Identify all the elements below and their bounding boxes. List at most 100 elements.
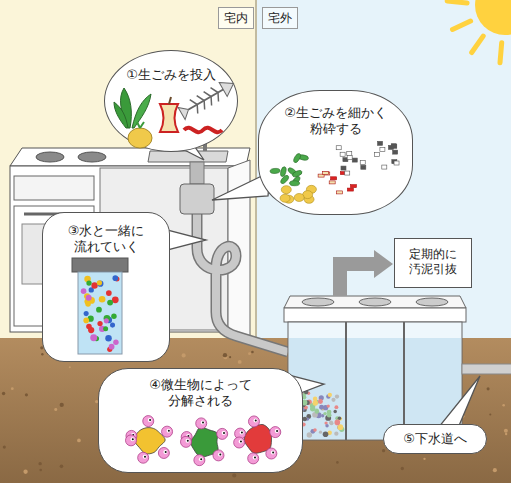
waste-particle <box>111 314 116 319</box>
microbe <box>138 452 149 463</box>
microbe <box>181 432 192 443</box>
microbe <box>270 427 281 438</box>
soil-speck <box>25 393 28 396</box>
waste-particle <box>97 281 103 287</box>
crushed-piece <box>392 144 397 148</box>
microbe <box>126 430 137 441</box>
microbe <box>248 453 259 464</box>
soil-speck <box>223 353 227 357</box>
waste-blob <box>244 424 271 453</box>
sludge-particle <box>329 421 333 425</box>
microbe <box>276 430 278 432</box>
microbe <box>248 453 259 464</box>
soil-speck <box>3 446 6 449</box>
fish-bone <box>219 77 237 97</box>
sludge-particle <box>333 410 336 413</box>
crushed-piece <box>331 177 337 180</box>
sludge-particle <box>334 405 338 409</box>
treatment-tank <box>284 308 466 322</box>
microbe <box>235 428 246 439</box>
microbe-scene <box>126 416 281 466</box>
kitchen-unit <box>36 152 64 162</box>
waste-particle <box>107 347 112 352</box>
drain-pipe <box>180 184 214 214</box>
microbe <box>219 453 221 455</box>
sludge-particle <box>334 432 338 436</box>
node-text: ②生ごみを細かく 粉砕する <box>280 105 392 137</box>
waste-particle <box>84 276 90 282</box>
soil-speck <box>423 458 425 460</box>
microbe <box>253 455 257 459</box>
callout-tail <box>438 376 480 428</box>
microbe <box>200 458 202 460</box>
drain-pipe <box>197 214 288 352</box>
microbe <box>253 418 257 422</box>
peel <box>184 128 222 133</box>
soil-speck <box>60 403 64 407</box>
crushed-piece <box>392 160 397 164</box>
treatment-tank <box>302 298 334 306</box>
waste-particle <box>97 321 102 326</box>
soil-speck <box>41 353 43 355</box>
sludge-arrow <box>374 250 393 278</box>
drain-pipe <box>190 162 204 184</box>
microbe <box>240 431 244 435</box>
waste-particle <box>88 327 94 333</box>
waste-particle <box>112 296 119 303</box>
soil-speck <box>493 468 497 472</box>
crushed-piece <box>292 152 301 163</box>
sun <box>472 36 484 52</box>
sludge-particle <box>323 431 329 437</box>
microbe <box>234 437 245 448</box>
crushed-piece <box>290 181 300 186</box>
crushed-piece <box>350 185 356 188</box>
soil-speck <box>382 449 385 452</box>
waste-particle <box>106 317 113 324</box>
outdoor-sky <box>256 0 511 345</box>
microbe <box>143 416 154 427</box>
microbe <box>248 416 259 427</box>
microbe <box>272 452 274 454</box>
waste-particle <box>106 290 112 296</box>
crushed-piece <box>341 166 346 170</box>
waste-blob <box>191 427 218 457</box>
vegetable-leaves <box>114 102 128 128</box>
soil-speck <box>401 467 404 470</box>
waste-particle <box>94 336 99 341</box>
waste-particle <box>86 295 92 301</box>
crushed-piece <box>352 158 357 162</box>
sludge-particle <box>310 406 315 411</box>
microbe <box>196 418 207 429</box>
microbe <box>186 434 190 438</box>
crushed-piece <box>280 194 290 202</box>
treatment-tank <box>345 322 347 440</box>
kitchen-unit <box>148 151 228 162</box>
sludge-particle <box>334 420 340 426</box>
microbe <box>143 416 154 427</box>
turnip <box>128 122 152 148</box>
microbe <box>132 434 134 436</box>
node-text: 宅外 <box>265 11 295 26</box>
pipe-closeup <box>78 272 122 354</box>
fish-bone <box>178 103 192 119</box>
microbe <box>213 450 224 461</box>
microbe <box>266 448 277 459</box>
crushed-piece <box>361 165 366 169</box>
microbe <box>255 419 257 421</box>
crushed-piece <box>303 191 313 199</box>
sludge-particle <box>328 393 332 397</box>
treatment-tank <box>284 296 466 308</box>
crushed-piece <box>306 185 316 193</box>
pipe-closeup <box>72 258 128 272</box>
soil-speck <box>69 366 71 368</box>
waste-particle <box>84 311 89 316</box>
soil-speck <box>60 465 64 469</box>
microbe <box>254 456 256 458</box>
microbe <box>186 439 190 443</box>
kitchen-unit <box>14 176 94 200</box>
crushed-piece <box>304 195 314 203</box>
soil-speck <box>232 473 236 477</box>
fish-bone <box>189 90 224 110</box>
sludge-particle <box>337 424 343 430</box>
